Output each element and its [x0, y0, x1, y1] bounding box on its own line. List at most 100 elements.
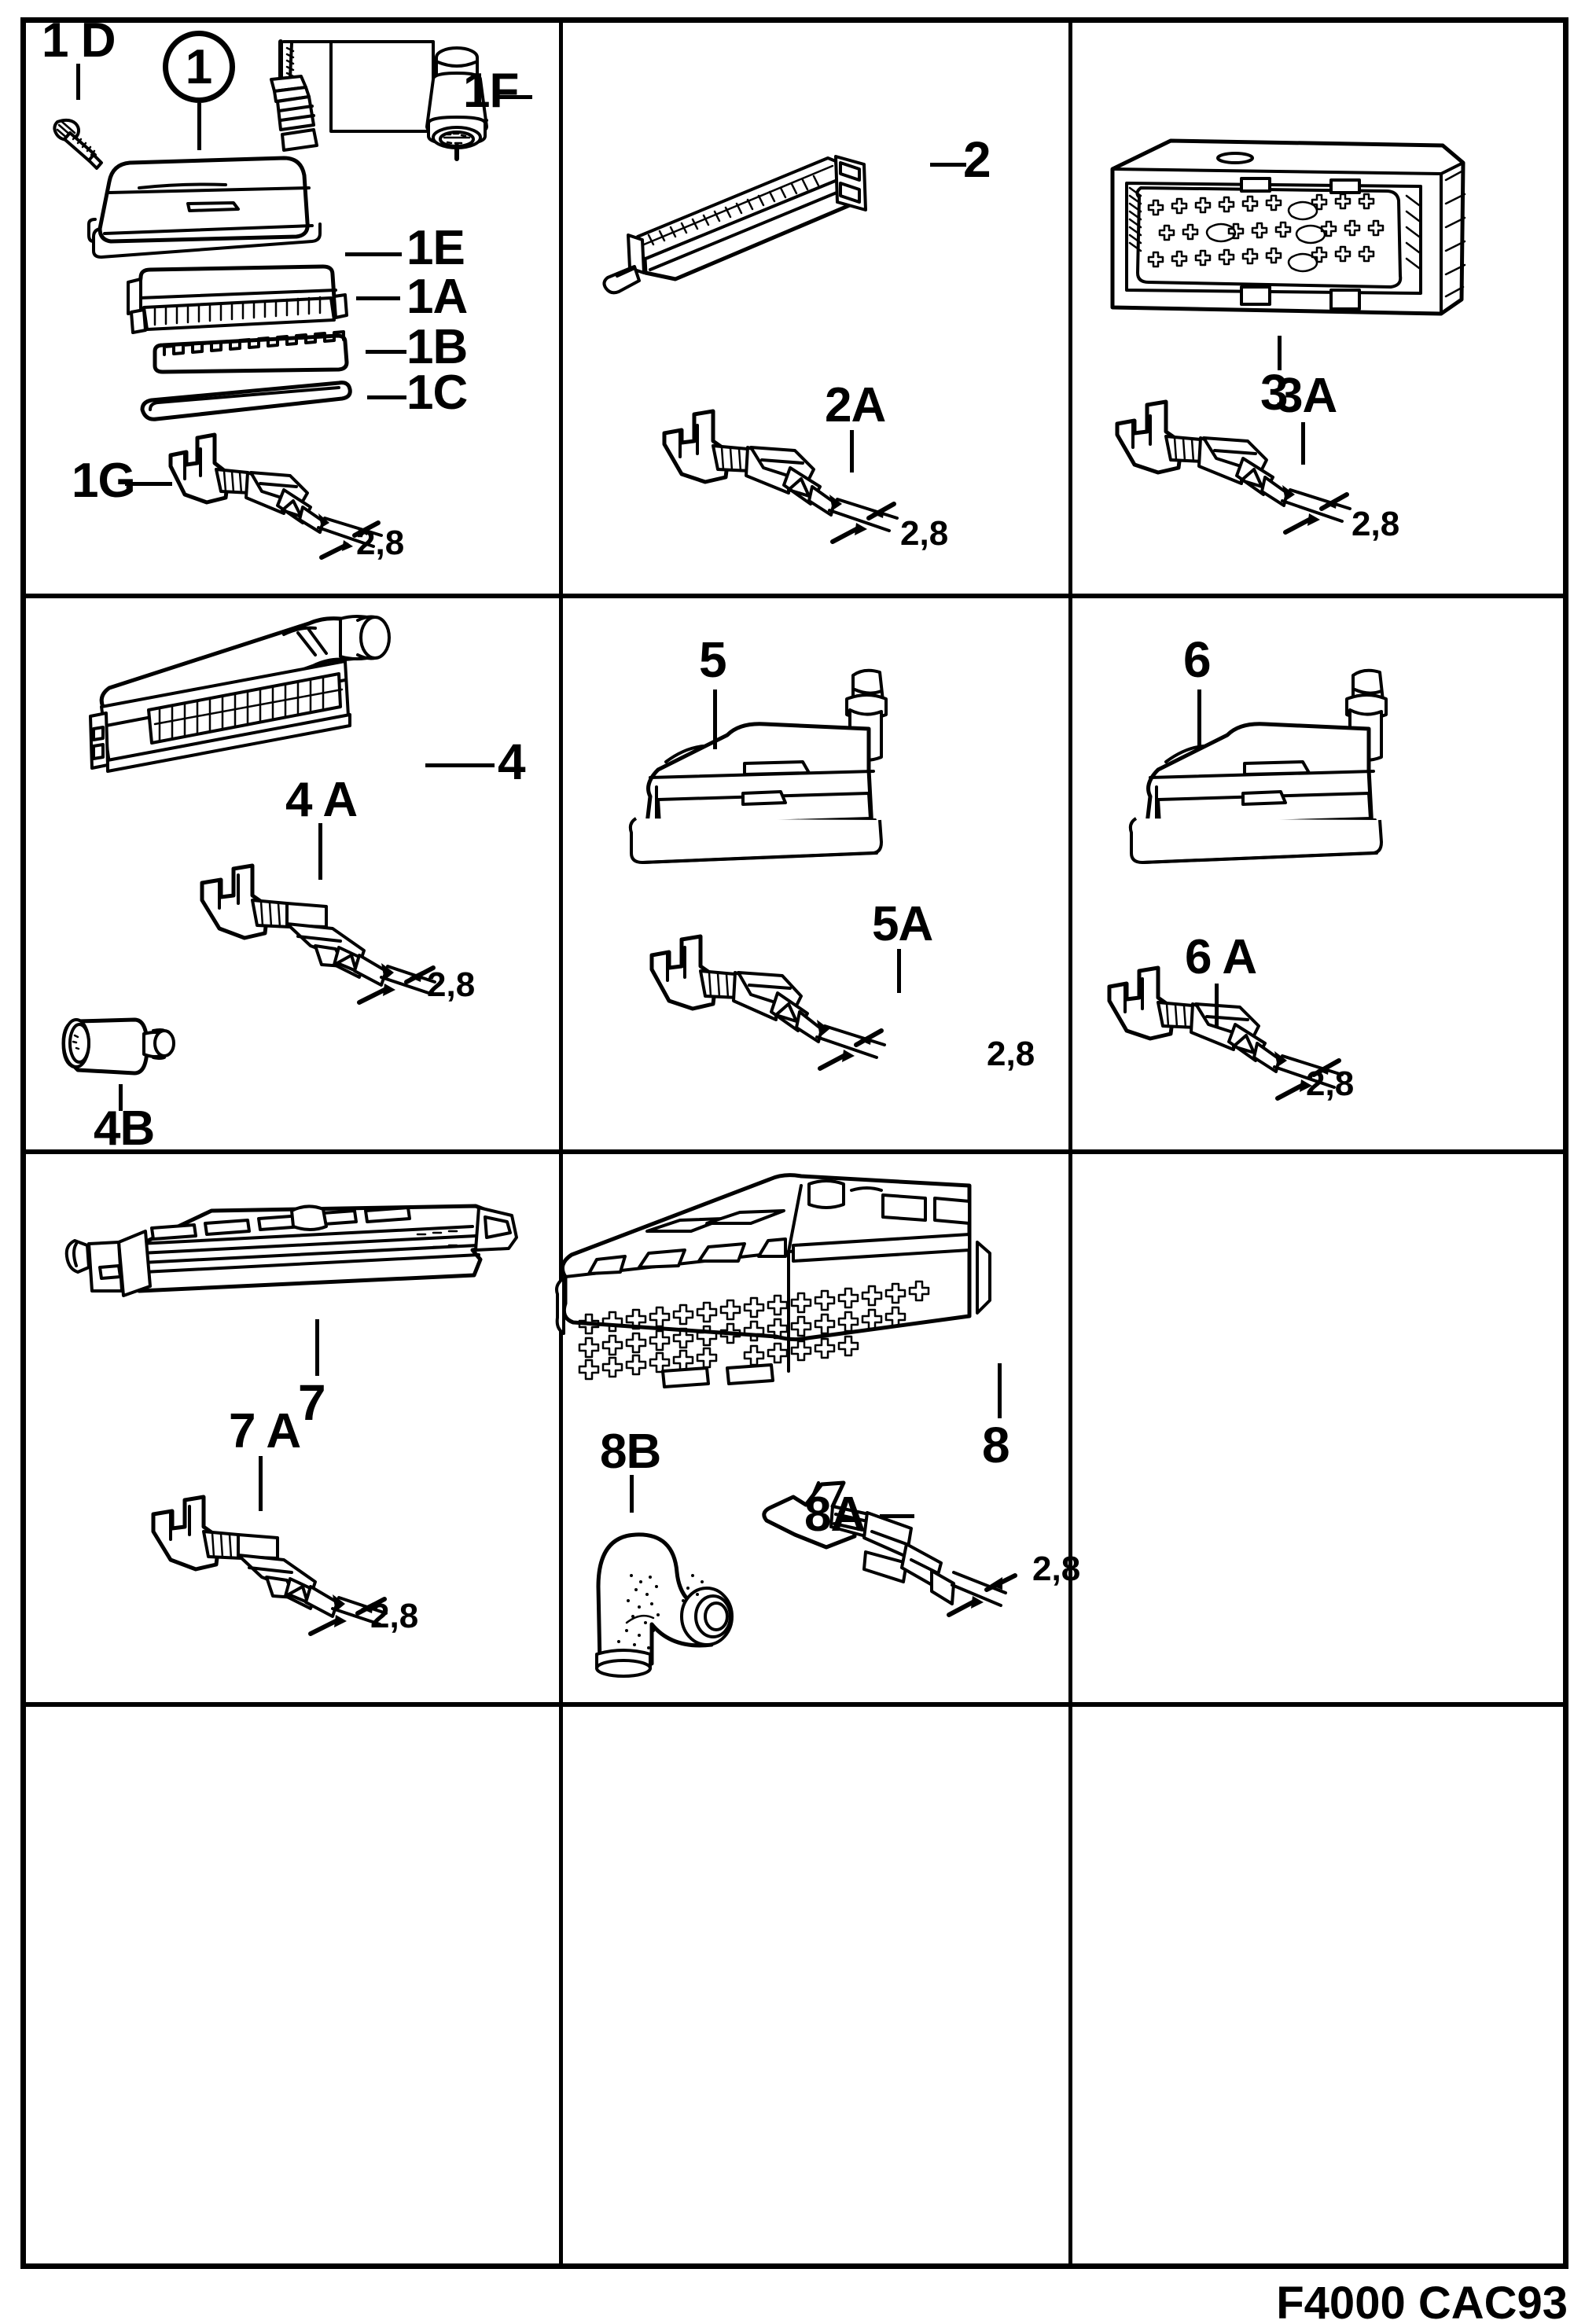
gasket-1c-drawing [140, 381, 352, 421]
seal-4b-drawing [61, 1017, 175, 1076]
label-7a: 7 A [229, 1404, 301, 1458]
connector-6-drawing [1128, 668, 1388, 864]
dimension-label-1g: 2,8 [356, 524, 405, 562]
leader-8 [998, 1363, 1002, 1418]
grid-divider-horizontal-3 [26, 1702, 1563, 1707]
leader-1f [496, 95, 532, 99]
terminal-pin-2a-drawing [662, 409, 899, 544]
cell-5-item-5: 5 5A 2,8 [537, 598, 1043, 1154]
plug-assembly-drawing [270, 39, 318, 152]
cell-9-empty [1046, 1154, 1568, 1707]
leader-1 [197, 103, 201, 150]
connector-7-drawing [64, 1204, 518, 1297]
seal-1f-drawing [425, 46, 488, 161]
label-4: 4 [498, 734, 526, 790]
label-3: 3 [1260, 364, 1289, 421]
comb-seal-1b-drawing [153, 330, 349, 374]
connector-4-drawing [89, 615, 391, 773]
cell-1-item-1: 1 D 1 1E [26, 17, 559, 594]
cell-7-item-7: 7 7 A 2,8 [26, 1154, 559, 1707]
label-1d: 1 D [42, 13, 116, 68]
label-4a: 4 A [285, 773, 358, 827]
callout-1-circle: 1 [163, 31, 235, 103]
cell-11-empty [537, 1707, 1043, 2269]
label-8: 8 [982, 1417, 1010, 1473]
label-5: 5 [699, 631, 727, 688]
cell-8-item-8: 8 8B [537, 1154, 1080, 1707]
leader-8a [880, 1514, 914, 1518]
label-1g: 1G [72, 454, 136, 508]
label-1a: 1A [406, 270, 468, 324]
leader-1g [125, 482, 172, 486]
leader-7a [259, 1456, 263, 1511]
boot-8b-drawing [595, 1532, 734, 1678]
terminal-pin-3a-drawing [1115, 399, 1351, 535]
cell-6-item-6: 6 6 A 2,8 [1046, 598, 1568, 1154]
dimension-label-5a: 2,8 [987, 1035, 1035, 1073]
leader-7 [315, 1319, 319, 1376]
label-1f: 1F [463, 64, 519, 118]
cell-10-empty [26, 1707, 559, 2269]
connector-2-drawing [602, 155, 867, 295]
leader-1e [345, 252, 402, 256]
label-8b: 8B [600, 1425, 661, 1479]
screw-1d-drawing [53, 118, 103, 170]
terminal-pin-5a-drawing [649, 934, 886, 1071]
label-2: 2 [963, 131, 991, 188]
leader-6a [1215, 984, 1219, 1026]
label-1b: 1B [406, 320, 468, 374]
connector-3-drawing [1110, 138, 1466, 316]
dimension-label-4a: 2,8 [427, 965, 476, 1004]
leader-4 [425, 763, 495, 767]
label-1e: 1E [406, 221, 465, 275]
connector-housing-1e-drawing [87, 156, 322, 259]
grid-divider-horizontal-2 [26, 1149, 1563, 1154]
terminal-pin-7a-drawing [151, 1495, 388, 1636]
leader-2a [850, 430, 854, 473]
terminal-pin-1g-drawing [168, 432, 383, 560]
terminal-carrier-1a-drawing [127, 264, 348, 334]
terminal-pin-8a-drawing [762, 1480, 1017, 1617]
leader-6 [1197, 689, 1201, 749]
grid-divider-horizontal-1 [26, 594, 1563, 598]
label-4b: 4B [94, 1101, 155, 1156]
dimension-label-2a: 2,8 [900, 514, 949, 553]
dimension-label-3a: 2,8 [1351, 505, 1400, 543]
leader-2 [930, 163, 966, 167]
cell-2-item-2: 2 2A 2,8 [537, 23, 1043, 594]
label-6a: 6 A [1185, 930, 1257, 984]
label-3a: 3A [1276, 369, 1337, 423]
callout-1-text: 1 [185, 39, 213, 94]
label-8a: 8A [804, 1487, 866, 1542]
leader-5a [897, 949, 901, 993]
label-2a: 2A [825, 378, 886, 432]
dimension-label-6a: 2,8 [1306, 1065, 1355, 1103]
label-5a: 5A [872, 897, 933, 951]
leader-1b [366, 350, 406, 354]
label-7: 7 [298, 1374, 326, 1431]
footer-code: F4000 CAC93 [1276, 2278, 1568, 2324]
label-6: 6 [1183, 631, 1212, 688]
leader-1c [367, 395, 406, 399]
grid-divider-vertical-1 [559, 23, 563, 2263]
terminal-pin-6a-drawing [1107, 965, 1344, 1101]
connector-8-drawing [555, 1173, 991, 1388]
leader-4b [119, 1084, 123, 1111]
leader-4a [318, 823, 322, 880]
dimension-label-7a: 2,8 [370, 1597, 419, 1635]
cell-4-item-4: 4 4 A 2,8 [26, 598, 559, 1154]
label-1c: 1C [406, 366, 468, 420]
leader-5 [713, 689, 717, 749]
leader-3 [1278, 336, 1282, 370]
grid-divider-vertical-2 [1068, 23, 1072, 2263]
leader-3a [1301, 422, 1305, 465]
parts-grid [20, 17, 1568, 2269]
leader-8b [630, 1475, 634, 1513]
terminal-pin-4a-drawing [200, 863, 436, 1005]
cell-3-item-3: 3 3A 2,8 [1046, 23, 1568, 594]
leader-1a [356, 296, 400, 300]
leader-1d [76, 64, 80, 100]
cell-12-empty [1046, 1707, 1568, 2269]
dimension-label-8a: 2,8 [1032, 1550, 1081, 1588]
